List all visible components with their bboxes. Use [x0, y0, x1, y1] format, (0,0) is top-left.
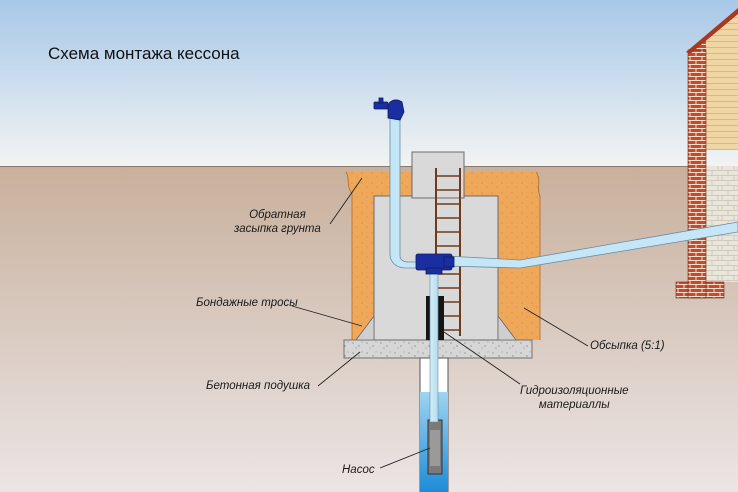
sky — [0, 0, 738, 168]
label-waterproofing: Гидроизоляционные материаллы — [520, 384, 629, 412]
label-backfill-line2: засыпка грунта — [234, 223, 321, 235]
label-waterproofing-line2: материаллы — [538, 399, 610, 411]
label-pump: Насос — [342, 464, 375, 476]
label-concrete-pad: Бетонная подушка — [206, 380, 311, 392]
label-sand-fill: Обсыпка (5:1) — [590, 340, 665, 352]
leader-lines — [291, 177, 589, 469]
label-backfill: Обратная засыпка грунта — [234, 208, 321, 236]
tee-fitting — [415, 253, 455, 275]
surface-tap — [373, 97, 405, 121]
label-waterproofing-line1: Гидроизоляционные — [520, 385, 629, 397]
label-backfill-line1: Обратная — [249, 209, 306, 221]
label-cables: Бондажные тросы — [196, 297, 298, 309]
pump — [427, 419, 443, 475]
diagram-title: Схема монтажа кессона — [48, 44, 240, 63]
riser-pipe — [429, 267, 439, 423]
